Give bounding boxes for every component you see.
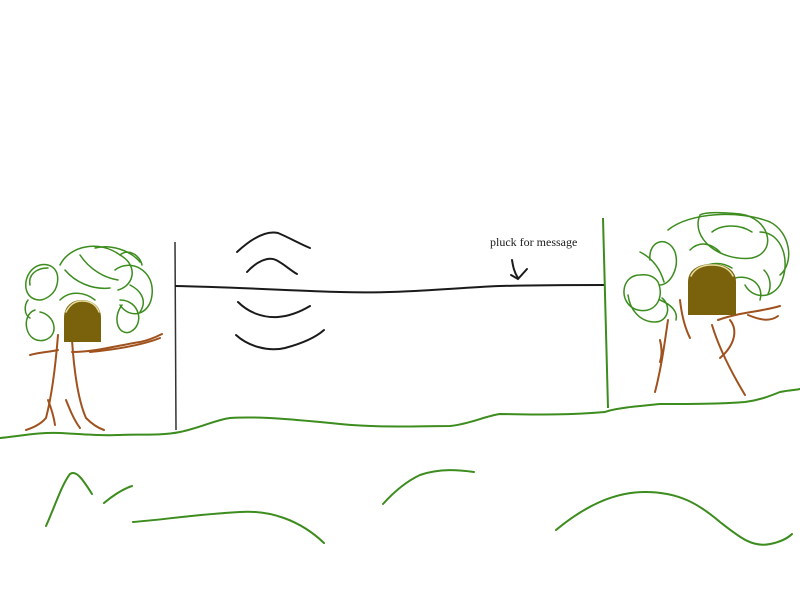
wave-upper-outer [236, 231, 311, 253]
left-pole [174, 241, 177, 431]
right-tree-door [688, 264, 736, 315]
left-tree-door-trim [65, 300, 100, 313]
hill-3 [132, 510, 325, 544]
right-tree-trunk [654, 299, 781, 396]
wave-lower-outer [235, 329, 325, 351]
hill-4 [382, 469, 475, 505]
foreground-hills [45, 469, 793, 546]
left-tree [24, 245, 163, 431]
right-tree [623, 211, 790, 396]
ground-line [0, 388, 800, 439]
hill-2 [103, 485, 133, 504]
wave-lower-inner [237, 301, 311, 319]
left-tree-door [64, 300, 101, 342]
wave-upper-inner [246, 257, 298, 275]
right-tree-door-trim [690, 264, 734, 277]
pluck-annotation-text: pluck for message [490, 235, 577, 249]
string-line [174, 284, 606, 294]
left-tree-canopy [24, 245, 153, 342]
hill-5 [555, 490, 793, 546]
vibration-waves [235, 231, 325, 351]
left-tree-trunk [25, 333, 163, 431]
pluck-arrow [510, 259, 528, 281]
hill-1 [45, 472, 93, 527]
right-pole [602, 217, 609, 409]
